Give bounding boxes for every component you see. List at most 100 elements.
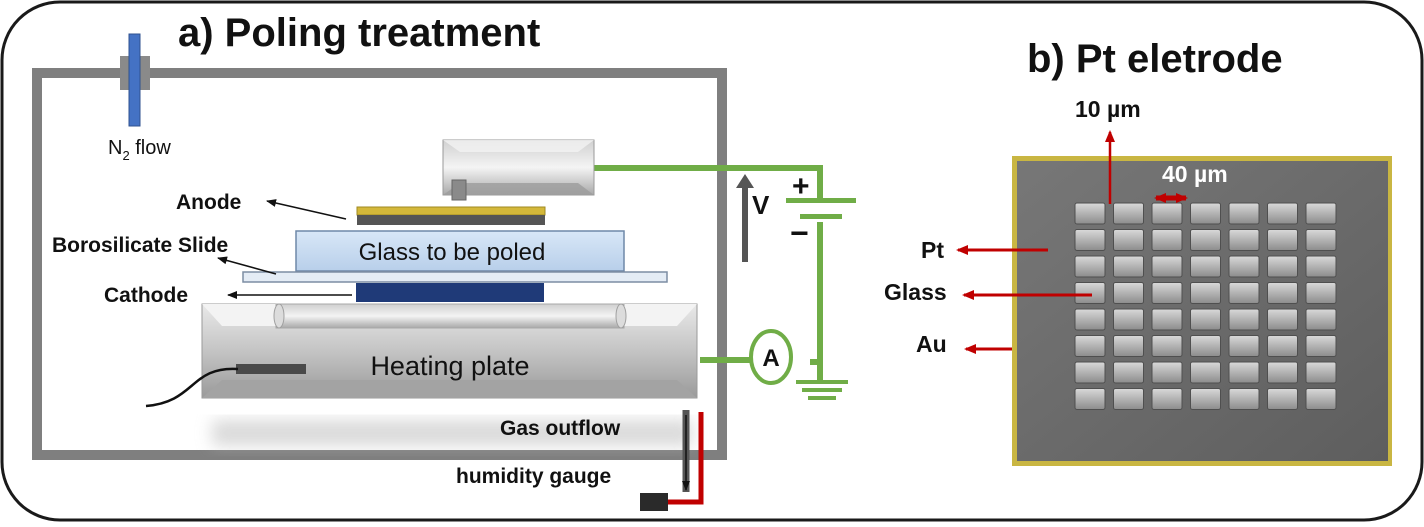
ammeter-label: A <box>762 345 779 372</box>
glass-tile <box>1228 255 1260 278</box>
glass-tile <box>1151 308 1183 331</box>
thermocouple-wire <box>145 367 239 408</box>
glass-tile <box>1074 255 1106 278</box>
glass-tile <box>1267 255 1298 278</box>
glass-tile <box>1267 202 1298 225</box>
glass-tile <box>1305 229 1337 251</box>
gas-outflow-label: Gas outflow <box>500 417 621 440</box>
n2-flow-label: N2 flow <box>108 137 171 163</box>
glass-tile <box>1151 335 1183 357</box>
panel-a: a) Poling treatment N2 flow + − A <box>32 11 856 511</box>
glass-tile <box>1190 202 1221 225</box>
glass-tile <box>1113 202 1144 225</box>
anode-label: Anode <box>176 191 241 214</box>
panel-b-title: b) Pt eletrode <box>1027 37 1283 81</box>
cathode-label: Cathode <box>104 284 188 307</box>
glass-tile <box>1305 361 1337 384</box>
anode-pointer <box>266 199 347 220</box>
au-label: Au <box>916 331 947 357</box>
battery-plate-long <box>786 198 856 203</box>
anode <box>356 206 546 216</box>
glass-tile <box>1228 335 1260 357</box>
glass-tile <box>1113 282 1144 304</box>
glass-tile <box>1074 335 1106 357</box>
glass-tile <box>1267 388 1298 410</box>
glass-tile <box>1267 282 1298 304</box>
glass-tile <box>1228 361 1260 384</box>
glass-tile <box>1151 388 1183 410</box>
glass-tile <box>1074 229 1106 251</box>
glass-tile <box>1267 229 1298 251</box>
battery-plus: + <box>792 170 810 203</box>
glass-tile <box>1228 202 1260 225</box>
glass-tile <box>1190 229 1221 251</box>
glass-tile <box>1113 308 1144 331</box>
glass-tile <box>1074 361 1106 384</box>
ground-symbol <box>796 380 848 400</box>
glass-sample-label: Glass to be poled <box>359 239 546 266</box>
glass-tile <box>1267 335 1298 357</box>
wire-top <box>594 165 823 198</box>
dim-10um-label: 10 µm <box>1075 96 1141 122</box>
glass-tile <box>1151 282 1183 304</box>
glass-tile <box>1305 335 1337 357</box>
glass-tile <box>1305 388 1337 410</box>
glass-tile <box>1151 229 1183 251</box>
glass-tile <box>1190 335 1221 357</box>
glass-tile <box>1228 388 1260 410</box>
anode-base <box>357 215 545 225</box>
glass-tile <box>1074 388 1106 410</box>
dim-40um-label: 40 µm <box>1162 161 1228 187</box>
battery-minus: − <box>790 215 809 251</box>
humidity-gauge-label: humidity gauge <box>456 465 611 488</box>
glass-tile <box>1190 308 1221 331</box>
glass-tile <box>1151 255 1183 278</box>
heating-plate-label: Heating plate <box>370 351 529 381</box>
glass-tile-grid <box>1074 202 1337 410</box>
thermocouple-probe <box>236 364 306 374</box>
glass-label: Glass <box>884 279 947 305</box>
glass-tile <box>1305 255 1337 278</box>
glass-tile <box>1267 308 1298 331</box>
glass-tile <box>1074 308 1106 331</box>
glass-tile <box>1305 308 1337 331</box>
borosilicate-slide <box>242 271 668 283</box>
glass-tile <box>1190 388 1221 410</box>
glass-tile <box>1305 202 1337 225</box>
glass-tile <box>1151 202 1183 225</box>
slide-pointer <box>217 256 277 275</box>
heating-plate <box>201 303 698 446</box>
glass-tile <box>1113 255 1144 278</box>
chamber-wall <box>32 68 727 460</box>
glass-tile <box>1113 335 1144 357</box>
glass-tile <box>1113 388 1144 410</box>
glass-tile <box>1113 361 1144 384</box>
glass-tile <box>1228 229 1260 251</box>
glass-tile <box>1074 282 1106 304</box>
cathode <box>356 283 544 302</box>
battery-plate-short <box>800 214 842 219</box>
glass-tile <box>1074 202 1106 225</box>
glass-tile <box>1305 282 1337 304</box>
humidity-gauge <box>640 493 668 511</box>
glass-tile <box>1151 361 1183 384</box>
glass-sample <box>295 230 625 272</box>
glass-tile <box>1190 361 1221 384</box>
circuit-wires <box>594 165 823 380</box>
voltage-label: V <box>752 190 770 220</box>
panel-a-title: a) Poling treatment <box>178 11 540 55</box>
ammeter <box>749 329 793 385</box>
glass-tile <box>1228 282 1260 304</box>
n2-valve <box>128 33 141 127</box>
glass-tile <box>1113 229 1144 251</box>
humidity-gauge-cable <box>668 412 704 505</box>
pt-label: Pt <box>921 237 944 263</box>
panel-b: b) Pt eletrode 10 µm 40 µm Pt Glass Au <box>884 37 1392 466</box>
glass-tile <box>1190 282 1221 304</box>
top-electrode-holder <box>442 139 595 201</box>
glass-tile <box>1190 255 1221 278</box>
borosilicate-slide-label: Borosilicate Slide <box>52 234 228 257</box>
voltage-arrow-head <box>736 174 754 188</box>
